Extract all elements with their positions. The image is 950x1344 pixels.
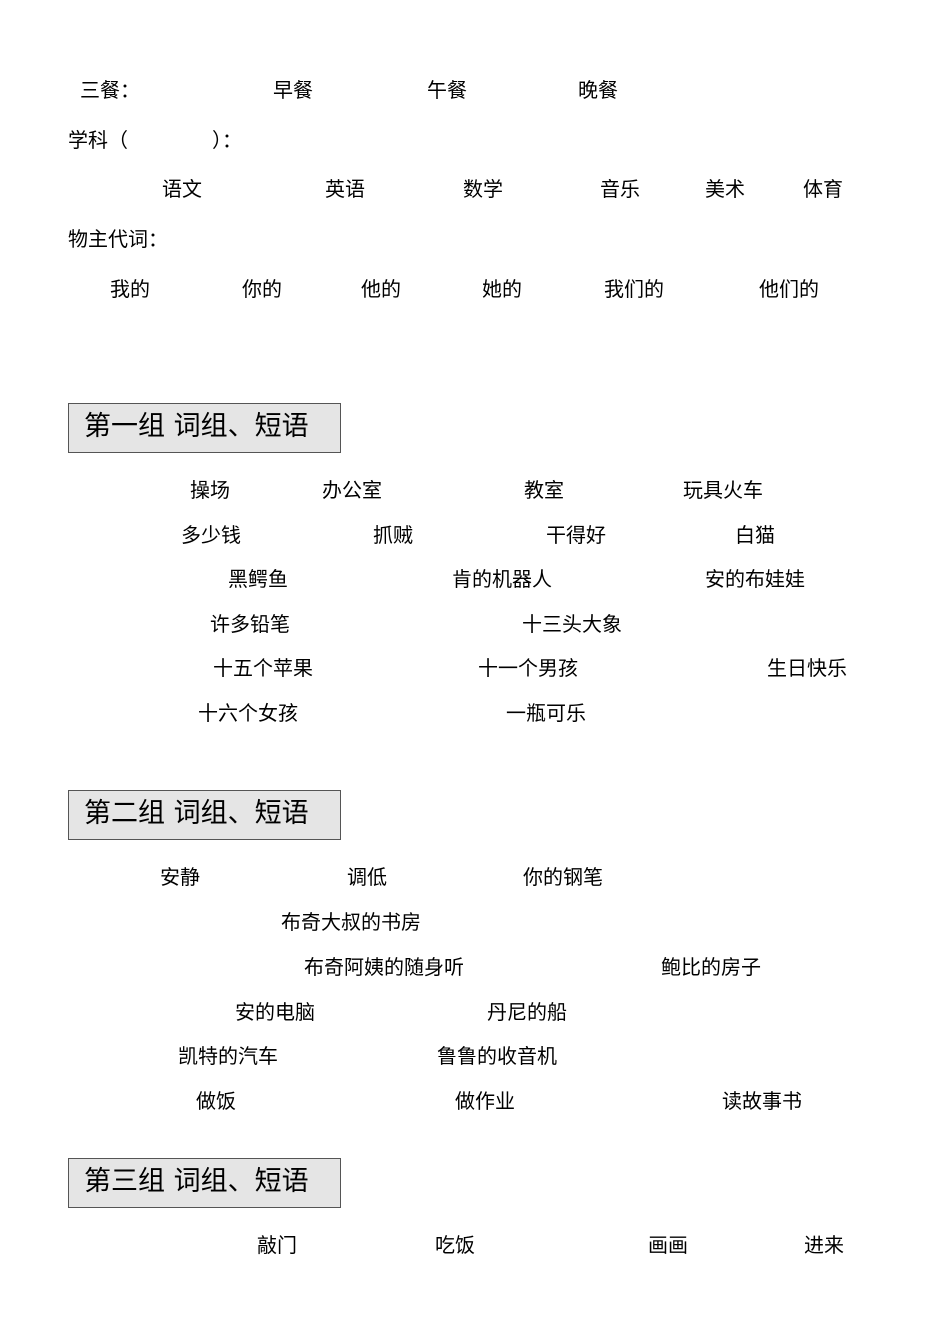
subject-item: 美术	[705, 177, 745, 201]
phrase-item: 做作业	[455, 1089, 515, 1113]
pronoun-item: 我们的	[604, 277, 664, 301]
phrase-item: 许多铅笔	[210, 612, 290, 636]
subject-item: 音乐	[600, 177, 640, 201]
meal-item: 午餐	[427, 78, 467, 102]
group2-header: 第二组 词组、短语	[68, 790, 341, 840]
phrase-item: 鲍比的房子	[661, 955, 761, 979]
phrase-item: 肯的机器人	[452, 567, 552, 591]
meals-label: 三餐：	[80, 78, 140, 102]
phrase-item: 黑鳄鱼	[228, 567, 288, 591]
phrase-item: 进来	[804, 1233, 844, 1257]
phrase-item: 画画	[648, 1233, 688, 1257]
phrase-item: 安静	[160, 865, 200, 889]
subjects-label-open: 学科（	[68, 128, 128, 152]
group1-header: 第一组 词组、短语	[68, 403, 341, 453]
phrase-item: 十五个苹果	[213, 656, 313, 680]
pronoun-item: 你的	[242, 277, 282, 301]
group3-header: 第三组 词组、短语	[68, 1158, 341, 1208]
phrase-item: 布奇大叔的书房	[281, 910, 421, 934]
phrase-item: 多少钱	[181, 523, 241, 547]
phrase-item: 丹尼的船	[487, 1000, 567, 1024]
phrase-item: 安的布娃娃	[705, 567, 805, 591]
subject-item: 数学	[463, 177, 503, 201]
phrase-item: 教室	[524, 478, 564, 502]
subject-item: 语文	[162, 177, 202, 201]
phrase-item: 调低	[347, 865, 387, 889]
phrase-item: 你的钢笔	[523, 865, 603, 889]
meal-item: 早餐	[273, 78, 313, 102]
subject-item: 体育	[803, 177, 843, 201]
group2-title: 第二组 词组、短语	[84, 798, 309, 829]
subject-item: 英语	[325, 177, 365, 201]
phrase-item: 鲁鲁的收音机	[437, 1044, 557, 1068]
phrase-item: 干得好	[546, 523, 606, 547]
phrase-item: 做饭	[196, 1089, 236, 1113]
phrase-item: 操场	[190, 478, 230, 502]
pronoun-item: 他的	[361, 277, 401, 301]
phrase-item: 一瓶可乐	[506, 701, 586, 725]
phrase-item: 十一个男孩	[478, 656, 578, 680]
phrase-item: 抓贼	[373, 523, 413, 547]
phrase-item: 十三头大象	[522, 612, 622, 636]
phrase-item: 读故事书	[722, 1089, 802, 1113]
phrase-item: 吃饭	[435, 1233, 475, 1257]
phrase-item: 敲门	[257, 1233, 297, 1257]
pronoun-item: 她的	[482, 277, 522, 301]
phrase-item: 白猫	[735, 523, 775, 547]
subjects-label-close: ）：	[212, 128, 242, 152]
pronoun-item: 他们的	[759, 277, 819, 301]
phrase-item: 安的电脑	[235, 1000, 315, 1024]
pronouns-label: 物主代词：	[68, 227, 168, 251]
phrase-item: 办公室	[322, 478, 382, 502]
pronoun-item: 我的	[110, 277, 150, 301]
group3-title: 第三组 词组、短语	[84, 1166, 309, 1197]
phrase-item: 十六个女孩	[198, 701, 298, 725]
group1-title: 第一组 词组、短语	[84, 411, 309, 442]
phrase-item: 生日快乐	[767, 656, 847, 680]
phrase-item: 布奇阿姨的随身听	[304, 955, 464, 979]
phrase-item: 玩具火车	[683, 478, 763, 502]
meal-item: 晚餐	[578, 78, 618, 102]
phrase-item: 凯特的汽车	[178, 1044, 278, 1068]
